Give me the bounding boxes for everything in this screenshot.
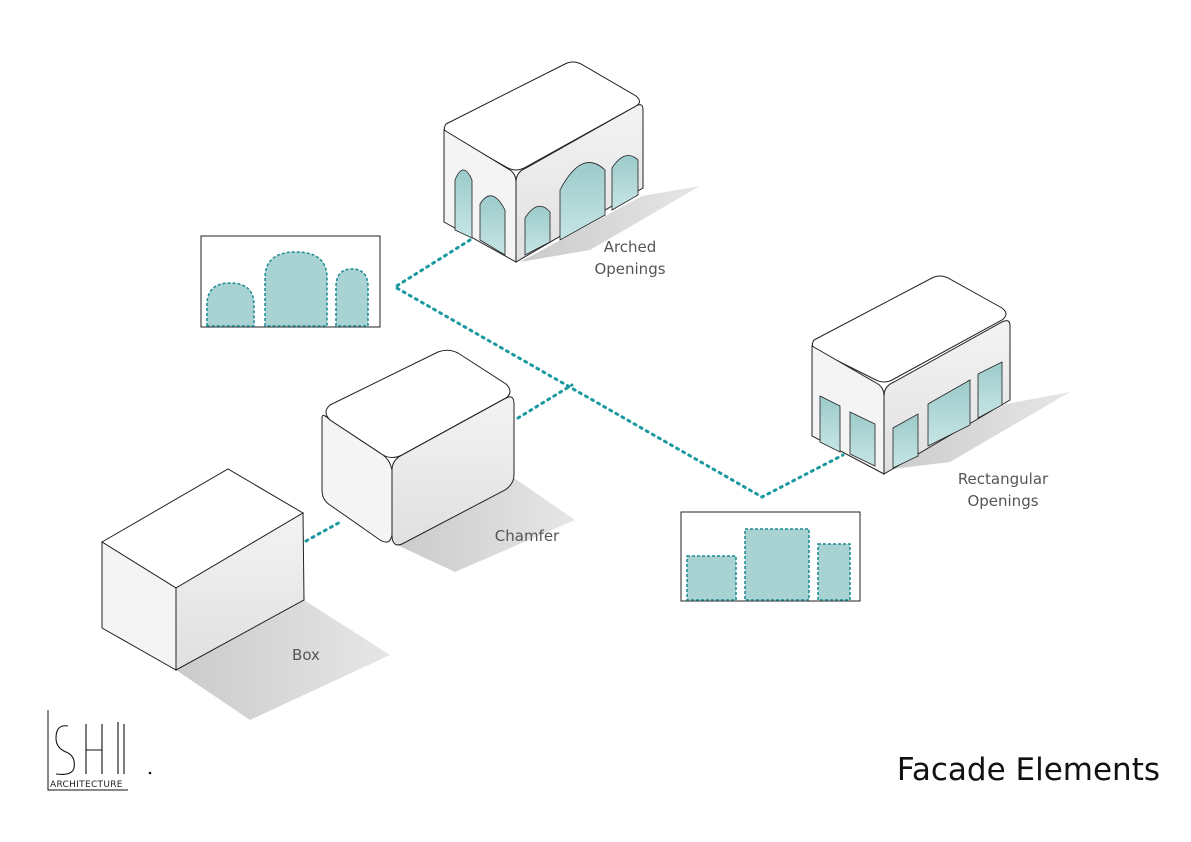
- rect-opening: [849, 411, 876, 467]
- rect-opening: [819, 395, 841, 453]
- rect-opening: [892, 413, 919, 469]
- label-box: Box: [292, 646, 320, 664]
- box-shadow: [176, 600, 390, 720]
- connector-lines: [304, 238, 845, 543]
- logo-letter-i: [117, 722, 125, 774]
- box-model: [101, 468, 390, 720]
- arched-elevation-inset: [200, 235, 381, 328]
- page-title: Facade Elements: [896, 752, 1160, 788]
- arch-opening: [524, 205, 551, 256]
- label-rectangular-openings: Rectangular Openings: [948, 468, 1058, 512]
- label-arched-openings: Arched Openings: [590, 236, 670, 280]
- arched-building: [443, 61, 700, 263]
- label-rect-line1: Rectangular: [957, 470, 1049, 488]
- arch-opening: [479, 195, 506, 256]
- connector-arched: [392, 238, 845, 499]
- logo-frame: [47, 710, 128, 791]
- arch-opening: [454, 169, 473, 239]
- label-arched-line1: Arched: [603, 238, 657, 256]
- rectangular-elevation-inset: [680, 511, 861, 602]
- arch-opening: [559, 162, 606, 241]
- rect-opening: [977, 361, 1003, 419]
- logo-subtitle: ARCHITECTURE: [50, 780, 123, 790]
- connector-box: [304, 519, 344, 543]
- connector-chamfer: [516, 383, 574, 420]
- inset-arch: [264, 251, 328, 327]
- inset-rect: [744, 528, 810, 601]
- label-arched-line2: Openings: [594, 260, 666, 278]
- inset-arch: [206, 282, 255, 327]
- rectangular-building: [811, 275, 1070, 475]
- logo: [47, 710, 152, 791]
- logo-letter-h: [85, 724, 103, 774]
- arched-shadow: [520, 186, 700, 262]
- chamfer-shadow: [395, 478, 575, 572]
- inset-rect: [817, 543, 851, 601]
- box-side-face: [175, 512, 305, 671]
- rect-shadow: [884, 392, 1070, 470]
- inset-rect: [686, 555, 737, 601]
- logo-letter-s: [55, 725, 75, 775]
- logo-dot: [148, 771, 152, 775]
- label-rect-line2: Openings: [967, 492, 1039, 510]
- chamfer-side-face: [391, 396, 515, 546]
- rect-opening: [927, 379, 971, 447]
- inset-arch: [335, 268, 369, 327]
- arch-opening: [611, 155, 639, 211]
- chamfer-model: [321, 349, 575, 572]
- label-chamfer: Chamfer: [494, 527, 560, 545]
